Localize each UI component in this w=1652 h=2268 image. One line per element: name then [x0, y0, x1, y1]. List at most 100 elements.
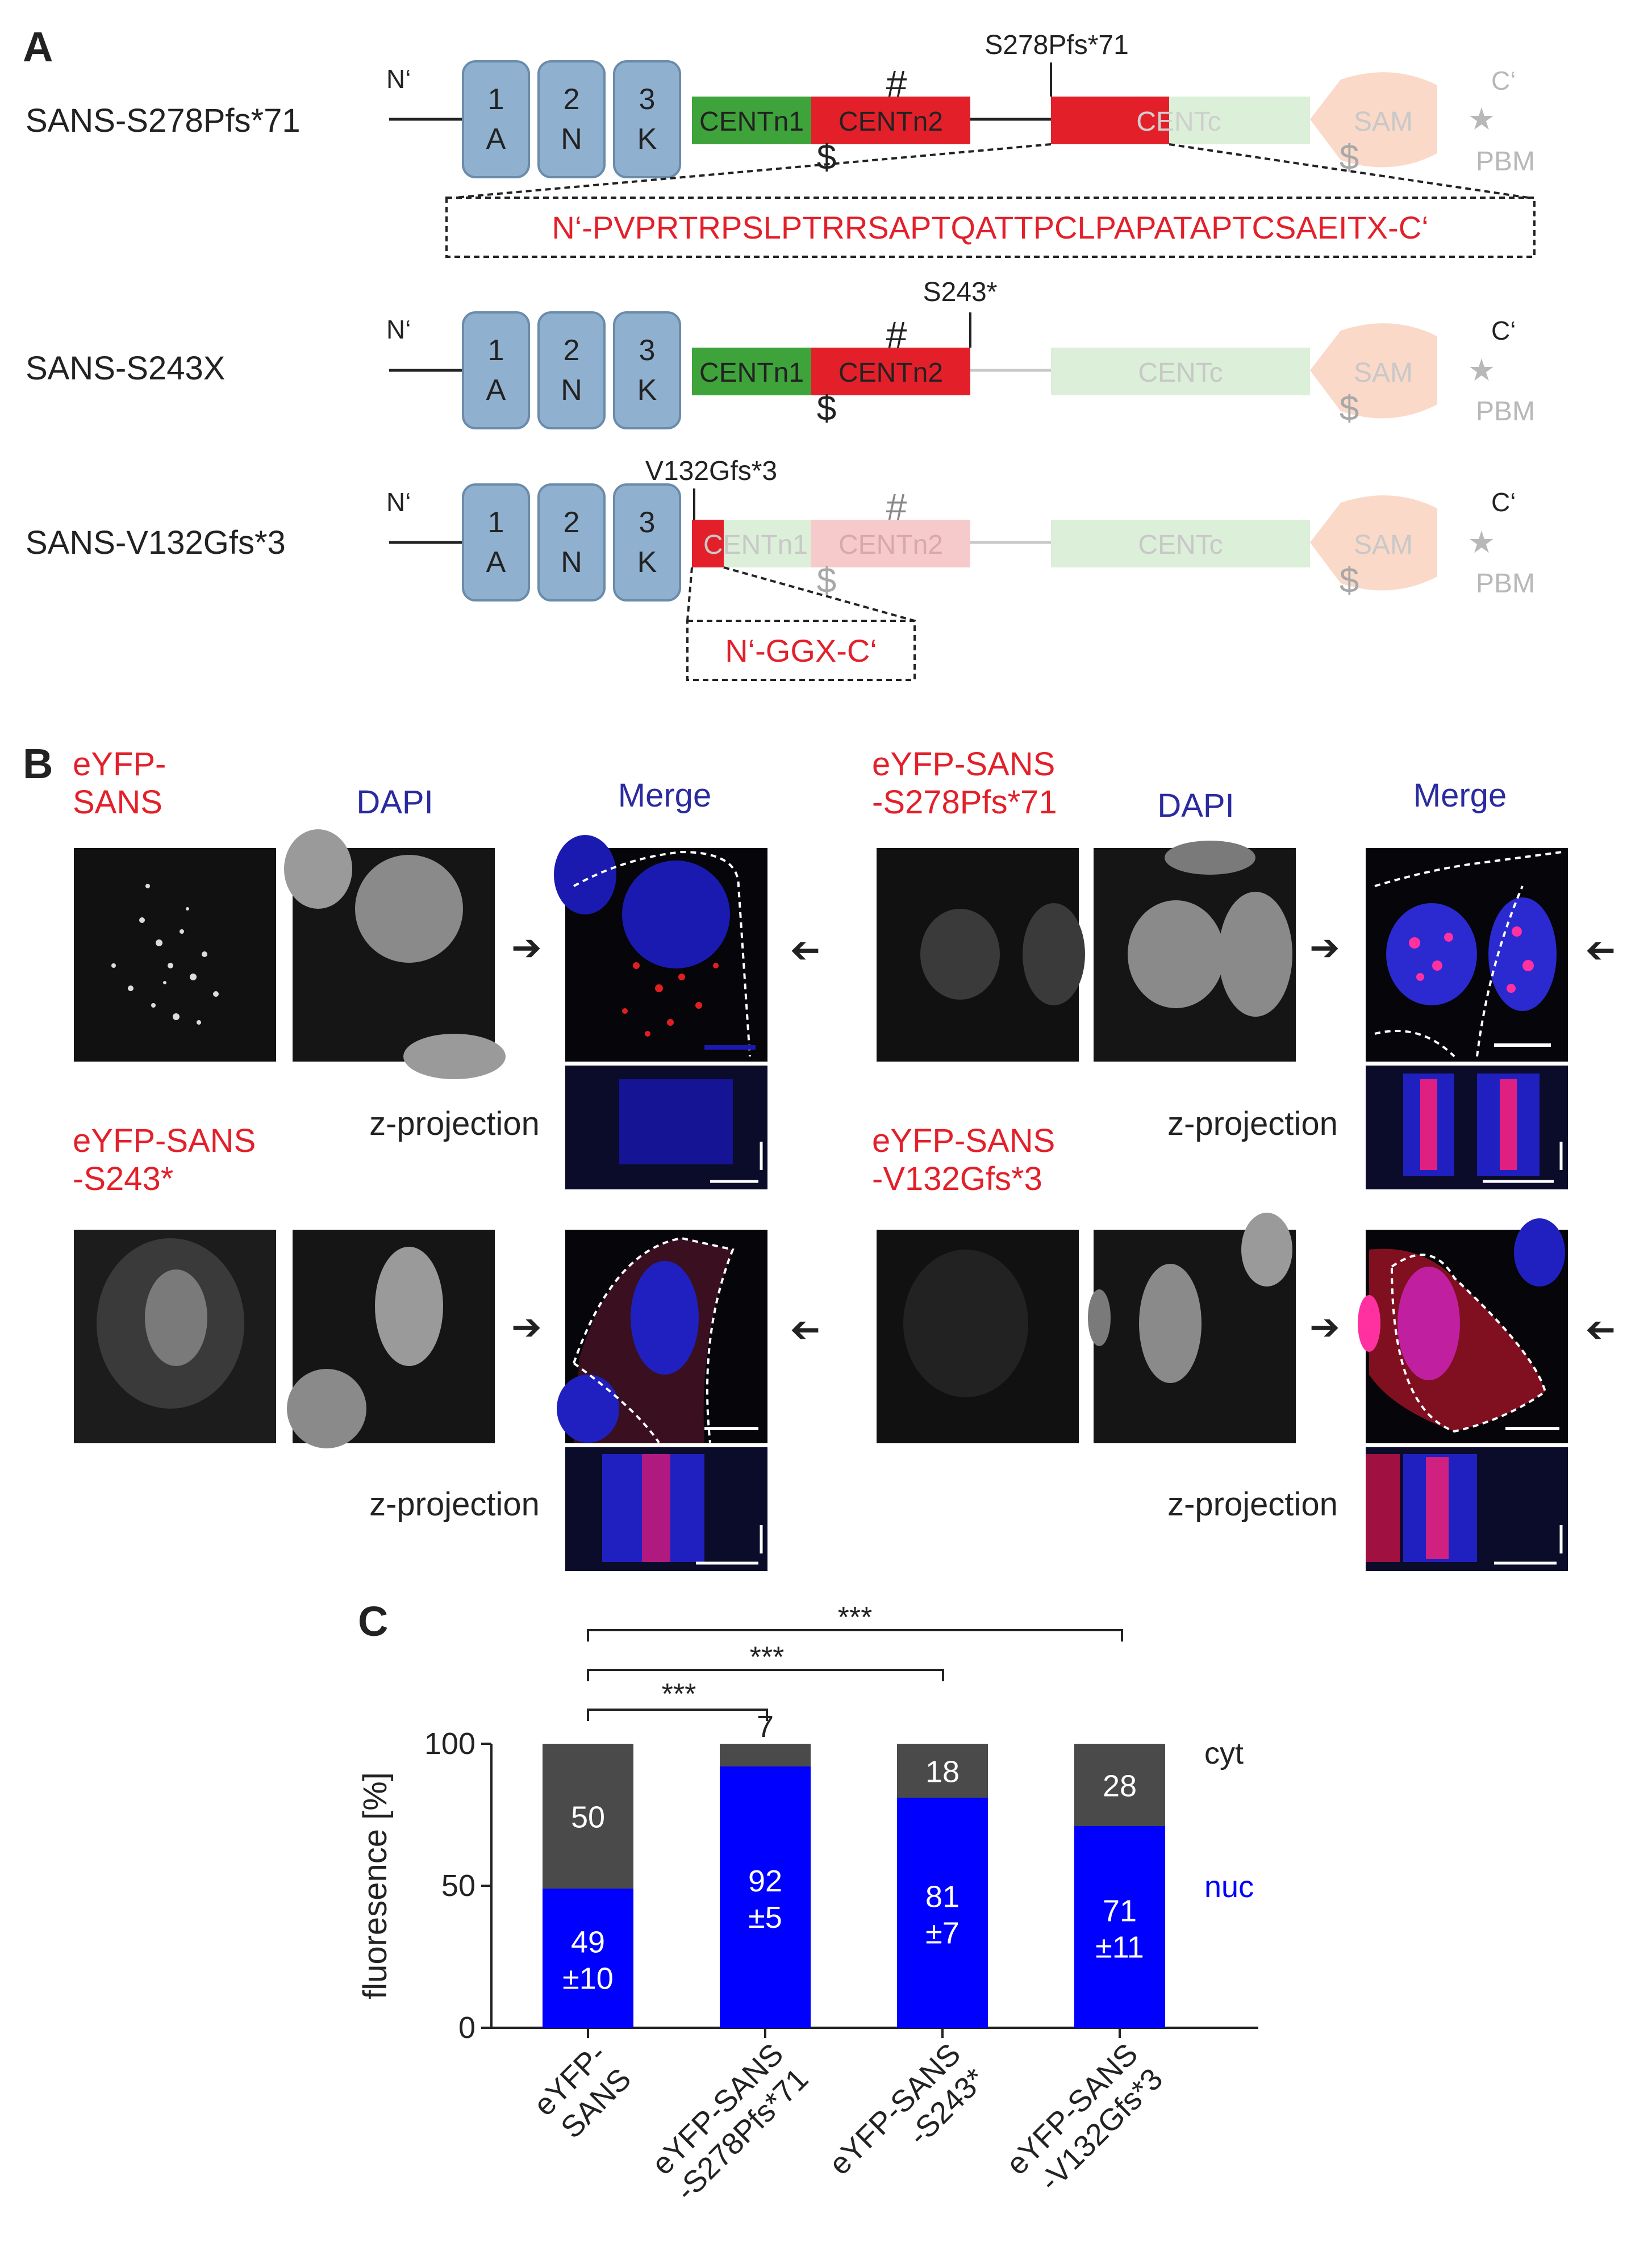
inset-connector	[723, 566, 915, 622]
n-terminus-label: N‘	[386, 487, 411, 517]
group-label-line1: eYFP-SANS	[872, 1122, 1055, 1159]
scale-bar	[704, 1045, 756, 1050]
group-label-line1: eYFP-SANS	[73, 1122, 256, 1159]
sam-domain	[1310, 323, 1437, 419]
group-label-line1: eYFP-SANS	[872, 746, 1055, 783]
svg-text:1: 1	[488, 334, 504, 367]
y-tick-label: 50	[441, 1869, 475, 1903]
svg-text:2: 2	[564, 334, 580, 367]
group-eyfp-sans: eYFP- SANS DAPI Merge ➔ ➔ z-projection	[73, 746, 820, 1189]
nucleus	[1514, 1218, 1565, 1287]
significance-label: ***	[662, 1678, 696, 1711]
svg-text:CENTn2: CENTn2	[838, 530, 943, 560]
arrow-right-icon: ➔	[1309, 1306, 1340, 1347]
bar-segment-nuc	[897, 1798, 988, 2028]
cell-outline	[1374, 851, 1563, 1058]
data-label-cyt: 28	[1103, 1769, 1137, 1803]
z-projection-signal	[1420, 1079, 1437, 1170]
cell-body	[903, 1250, 1028, 1397]
svg-text:A: A	[486, 374, 506, 407]
panel-b-label: B	[23, 740, 53, 787]
ank-repeat: 2 N	[537, 483, 606, 602]
ank-repeat: 3 K	[613, 483, 681, 602]
svg-text:1: 1	[488, 506, 504, 539]
svg-text:CENTn1: CENTn1	[699, 107, 804, 137]
ank-repeat: 1 A	[462, 60, 530, 178]
svg-text:A: A	[486, 123, 506, 156]
x-tick-label: eYFP-SANS-S243*	[823, 2037, 992, 2206]
group-s243: eYFP-SANS -S243* ➔ ➔ z-projection	[73, 1122, 820, 1571]
cell-outline	[1391, 1254, 1547, 1433]
z-projection-signal	[1500, 1079, 1517, 1170]
svg-text:A: A	[486, 546, 506, 579]
svg-text:CENTc: CENTc	[1138, 358, 1223, 388]
nucleus	[287, 1369, 366, 1448]
dollar-mark: $	[1340, 389, 1359, 428]
mutation-label: S243*	[923, 277, 998, 307]
nucleus	[355, 855, 463, 963]
bracket-1	[587, 1709, 768, 1721]
y-tick-label: 100	[424, 1727, 475, 1761]
c-terminus-label: C‘	[1491, 316, 1516, 345]
nucleus	[557, 1375, 619, 1443]
nucleus	[622, 861, 730, 968]
nucleus	[1358, 1295, 1380, 1352]
arrow-right-icon: ➔	[1309, 927, 1340, 968]
arrow-left-icon: ➔	[790, 1311, 820, 1352]
hash-mark: #	[886, 486, 907, 528]
y-tick-label: 0	[458, 2011, 475, 2045]
centn1-domain-faded	[724, 520, 811, 567]
n-terminus-label: N‘	[386, 315, 411, 344]
inset-box	[445, 197, 1536, 258]
z-projection-label: z-projection	[1167, 1486, 1338, 1523]
mutation-label: V132Gfs*3	[645, 456, 777, 486]
ank-repeat: 3 K	[613, 311, 681, 429]
svg-text:3: 3	[639, 334, 656, 367]
c-terminus-label: C‘	[1491, 66, 1516, 95]
construct-v132gfs: SANS-V132Gfs*3 N‘ 1 A 2 N 3 K V132Gfs*3 …	[26, 456, 1535, 681]
y-ticks: 0 50 100	[424, 1727, 491, 2045]
group-label-line2: -S278Pfs*71	[872, 784, 1057, 821]
centc-label: CENTc	[1136, 107, 1221, 137]
sam-domain	[1310, 72, 1437, 168]
n-terminus-label: N‘	[386, 64, 411, 94]
svg-text:K: K	[637, 123, 657, 156]
speckles	[111, 884, 219, 1025]
svg-text:CENTn1: CENTn1	[703, 530, 808, 560]
panel-a-label: A	[23, 23, 53, 70]
dapi-label: DAPI	[1157, 787, 1234, 824]
group-label-line2: SANS	[73, 784, 162, 821]
centc-domain-faded	[1051, 520, 1310, 567]
nucleus	[920, 909, 1000, 1000]
ank-repeat: 1 A	[462, 483, 530, 602]
z-projection-label: z-projection	[369, 1486, 540, 1523]
data-label-nuc: 49±10	[562, 1925, 614, 1996]
arrow-left-icon: ➔	[1585, 1311, 1616, 1352]
bar-segment-cyt	[720, 1744, 811, 1766]
centc-domain-faded	[1051, 348, 1310, 395]
dollar-mark: $	[817, 389, 836, 428]
micrograph-eyfp	[74, 848, 276, 1062]
svg-text:PBM: PBM	[1476, 147, 1535, 177]
data-label-nuc: 81±7	[925, 1880, 960, 1950]
svg-text:CENTc: CENTc	[1138, 530, 1223, 560]
svg-text:3: 3	[639, 506, 656, 539]
centn2-domain	[811, 348, 970, 395]
group-label-line2: -V132Gfs*3	[872, 1160, 1042, 1197]
data-label-nuc: 92±5	[748, 1864, 782, 1935]
arrow-left-icon: ➔	[1585, 932, 1616, 972]
bar-segment-nuc	[720, 1766, 811, 2028]
legend-nuc: nuc	[1204, 1870, 1254, 1904]
svg-text:CENTn2: CENTn2	[838, 107, 943, 137]
bracket-3	[587, 1629, 1123, 1642]
svg-text:SAM: SAM	[1354, 107, 1413, 137]
cell-outline	[573, 1237, 735, 1444]
arrow-right-icon: ➔	[511, 1306, 542, 1347]
construct-name: SANS-S243X	[26, 350, 225, 387]
bar-segment-cyt	[1074, 1744, 1165, 1826]
centn1-domain	[692, 348, 811, 395]
inset-connector	[1169, 143, 1529, 199]
svg-text:CENTn1: CENTn1	[699, 358, 804, 388]
group-label-line2: -S243*	[73, 1160, 173, 1197]
speckles	[1409, 926, 1534, 993]
